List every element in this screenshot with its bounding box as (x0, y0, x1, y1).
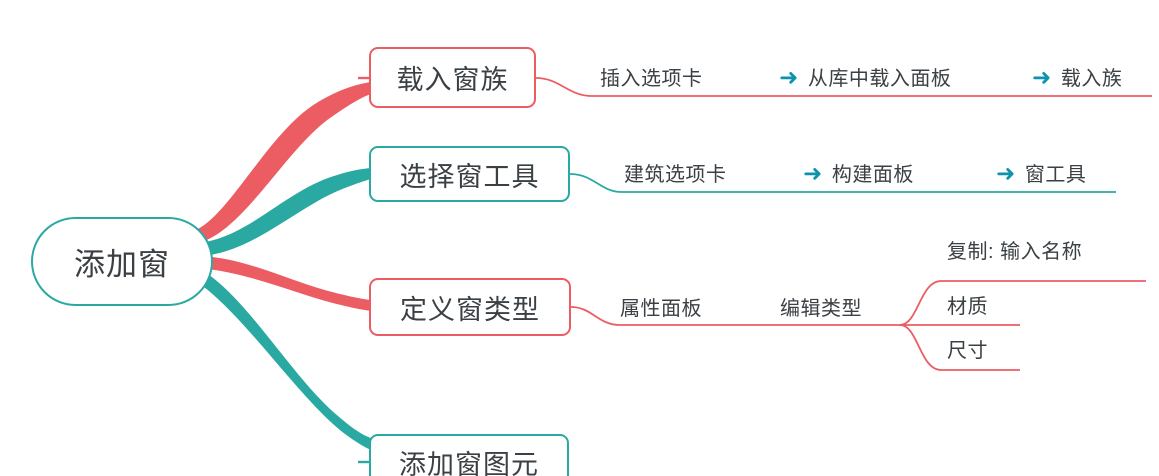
sub-item-label: 尺寸 (947, 340, 988, 362)
branch-node-label: 载入窗族 (396, 65, 509, 95)
arrow-right-icon: ➜ (803, 160, 823, 186)
branch-3-sub-item-1: 复制: 输入名称 (947, 235, 1082, 264)
branch-node-define-window-type[interactable]: 定义窗类型 (369, 278, 571, 336)
branch-1-step-1: 插入选项卡 (600, 62, 703, 91)
arrow-right-icon: ➜ (1032, 64, 1052, 90)
branch-3-step-2: 编辑类型 (780, 292, 862, 321)
branch-node-label: 添加窗图元 (399, 449, 539, 476)
root-node[interactable]: 添加窗 (31, 217, 213, 306)
branch-3-underline (570, 306, 900, 326)
branch-3-step-1: 属性面板 (620, 292, 702, 321)
arrow-right-icon: ➜ (779, 64, 799, 90)
arrow-right-icon: ➜ (996, 160, 1016, 186)
step-label: 属性面板 (620, 298, 702, 320)
branch-1-step-3: ➜ 载入族 (1032, 62, 1122, 91)
sub-item-label: 材质 (947, 296, 988, 318)
branch-1-underline (535, 77, 1152, 97)
step-label: 插入选项卡 (600, 68, 703, 90)
branch-4-connector (196, 268, 371, 450)
branch-3-sub-1-connector (899, 280, 1146, 326)
branch-2-step-1: 建筑选项卡 (624, 158, 727, 187)
step-label: 建筑选项卡 (624, 164, 727, 186)
step-label: 窗工具 (1024, 164, 1087, 186)
branch-2-step-2: ➜ 构建面板 (803, 158, 914, 187)
branch-3-sub-item-3: 尺寸 (947, 334, 988, 363)
branch-3-sub-3-connector (899, 324, 1020, 371)
branch-2-connector (198, 168, 371, 256)
step-label: 编辑类型 (780, 298, 862, 320)
branch-node-load-window-family[interactable]: 载入窗族 (369, 47, 536, 108)
branch-node-select-window-tool[interactable]: 选择窗工具 (369, 146, 570, 202)
branch-1-connector (194, 82, 371, 243)
step-label: 载入族 (1060, 68, 1123, 90)
branch-3-sub-item-2: 材质 (947, 290, 988, 319)
root-node-label: 添加窗 (74, 247, 170, 282)
branch-node-label: 选择窗工具 (399, 161, 540, 192)
step-label: 从库中载入面板 (807, 68, 952, 90)
branch-node-add-window-element[interactable]: 添加窗图元 (369, 434, 569, 476)
branch-2-step-3: ➜ 窗工具 (996, 158, 1086, 187)
branch-3-connector (198, 256, 371, 311)
branch-node-label: 定义窗类型 (400, 294, 540, 325)
step-label: 构建面板 (831, 164, 914, 186)
sub-item-label: 复制: 输入名称 (947, 241, 1083, 263)
branch-1-step-2: ➜ 从库中载入面板 (779, 62, 951, 91)
branch-2-underline (569, 173, 1116, 193)
